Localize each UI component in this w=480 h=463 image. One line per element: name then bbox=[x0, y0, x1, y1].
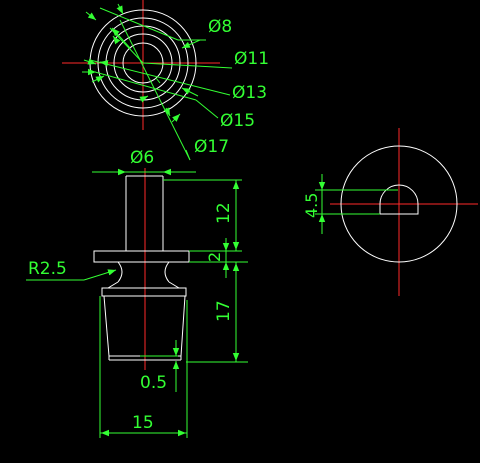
arrow-d17-2 bbox=[163, 107, 171, 117]
leader-r25-b bbox=[83, 269, 117, 281]
arrow-right-2 bbox=[181, 87, 199, 97]
label-r25: R2.5 bbox=[28, 259, 67, 279]
neck-left-fillet bbox=[117, 261, 123, 283]
arrow-d17-1 bbox=[116, 3, 124, 15]
leader-d15-a bbox=[94, 71, 197, 101]
leader-d11-b bbox=[142, 62, 233, 69]
leader-d17-a bbox=[119, 19, 191, 161]
leader-d15-b bbox=[195, 99, 219, 119]
label-d45: 4.5 bbox=[302, 193, 321, 218]
leader-d11-a bbox=[109, 27, 144, 64]
label-d6: Ø6 bbox=[130, 148, 154, 168]
arrow-right-1 bbox=[181, 39, 201, 49]
leader-d8-a bbox=[99, 7, 179, 41]
arrow-left-1 bbox=[83, 58, 97, 65]
leader-d13 bbox=[89, 59, 231, 96]
arrow-top-left bbox=[85, 11, 97, 21]
neck-right-shoulder bbox=[168, 281, 180, 289]
neck-right-fillet bbox=[164, 261, 170, 283]
arrow-d8-1 bbox=[111, 27, 131, 49]
label-d8: Ø8 bbox=[208, 17, 232, 37]
circle-d11 bbox=[113, 33, 173, 93]
label-d11: Ø11 bbox=[234, 49, 269, 69]
label-d15: Ø15 bbox=[220, 111, 255, 131]
arrow-d11 bbox=[112, 35, 121, 45]
arrow-d8-2 bbox=[155, 77, 161, 84]
arrow-d13 bbox=[99, 60, 109, 67]
flange bbox=[93, 250, 190, 263]
plug-cap bbox=[101, 287, 187, 297]
d-shaped-hole bbox=[379, 184, 419, 215]
leader-d17-b bbox=[185, 149, 191, 161]
arrow-lower bbox=[139, 95, 149, 103]
right-view: 4.5 bbox=[302, 128, 478, 296]
arrow-left-3 bbox=[91, 75, 105, 83]
top-view: Ø8 Ø11 Ø13 Ø15 Ø17 bbox=[62, 0, 269, 161]
circle-d8 bbox=[122, 42, 164, 84]
label-h17: 17 bbox=[214, 300, 234, 322]
label-d17: Ø17 bbox=[194, 137, 229, 157]
label-h12: 12 bbox=[214, 202, 234, 224]
label-h2: 2 bbox=[205, 252, 224, 262]
circle-d15 bbox=[97, 17, 189, 109]
arrow-lower-2 bbox=[171, 113, 181, 123]
neck-left-shoulder bbox=[107, 281, 119, 289]
label-t05: 0.5 bbox=[140, 373, 167, 393]
label-d13: Ø13 bbox=[232, 83, 267, 103]
outer-circle bbox=[340, 145, 458, 263]
label-w15: 15 bbox=[132, 413, 154, 433]
side-view: Ø6 12 2 R2.5 17 0.5 15 bbox=[26, 148, 248, 438]
